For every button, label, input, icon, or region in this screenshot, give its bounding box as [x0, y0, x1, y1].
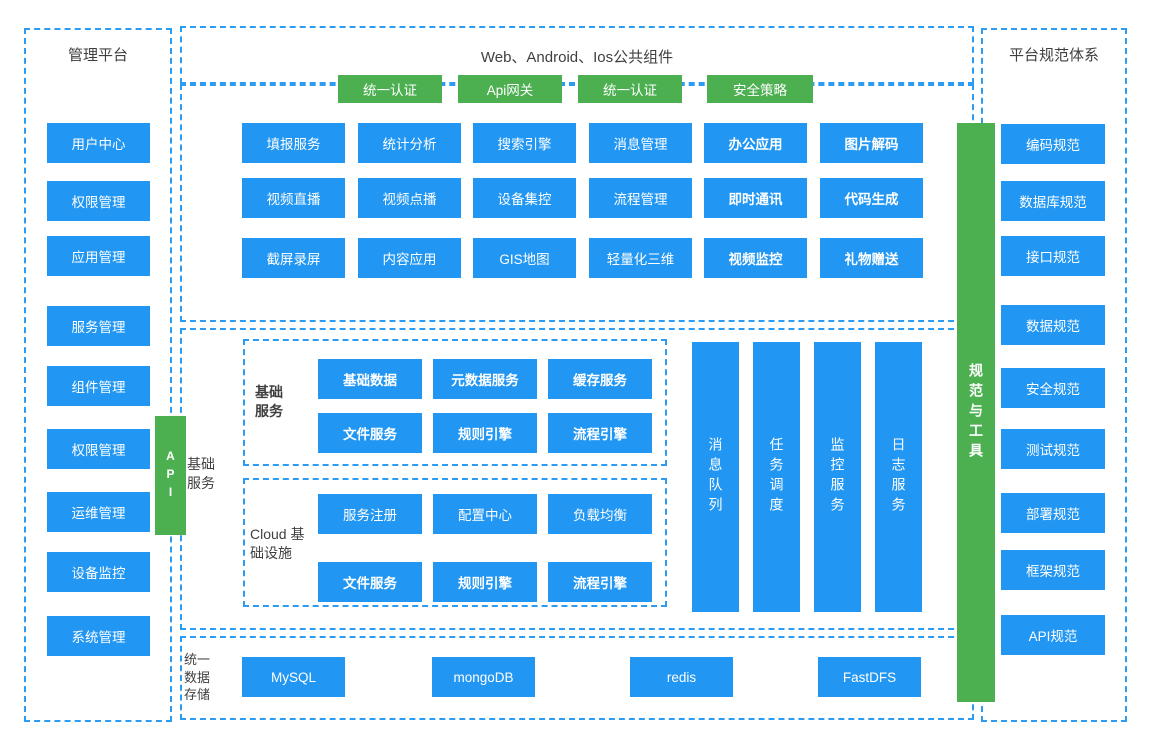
cloud-service-box: 服务注册 — [318, 494, 422, 534]
auth-button: 统一认证 — [338, 75, 442, 103]
storage-box-mysql: MySQL — [242, 657, 345, 697]
monitoring-service-bar: 监控服务 — [814, 342, 861, 612]
management-platform-panel — [24, 28, 172, 722]
service-box: 规则引擎 — [433, 413, 537, 453]
storage-box-mongodb: mongoDB — [432, 657, 535, 697]
component-box: 截屏录屏 — [242, 238, 345, 278]
left-sidebar-item: 设备监控 — [47, 552, 150, 592]
left-sidebar-item: 权限管理 — [47, 429, 150, 469]
auth-button: 统一认证 — [578, 75, 682, 103]
component-box: 填报服务 — [242, 123, 345, 163]
left-sidebar-item: 运维管理 — [47, 492, 150, 532]
cloud-service-box: 文件服务 — [318, 562, 422, 602]
security-policy-button: 安全策略 — [707, 75, 813, 103]
service-box: 文件服务 — [318, 413, 422, 453]
component-box: 设备集控 — [473, 178, 576, 218]
component-box: 内容应用 — [358, 238, 461, 278]
left-sidebar-item: 用户中心 — [47, 123, 150, 163]
standards-tools-bar: 规范与工具 — [957, 123, 995, 702]
right-sidebar-item: 安全规范 — [1001, 368, 1105, 408]
base-services-section-label: 基础服务 — [187, 456, 215, 491]
component-box: 办公应用 — [704, 123, 807, 163]
component-box: 视频点播 — [358, 178, 461, 218]
left-sidebar-item: 组件管理 — [47, 366, 150, 406]
message-queue-bar: 消息队列 — [692, 342, 739, 612]
right-sidebar-item: 接口规范 — [1001, 236, 1105, 276]
component-box: 礼物赠送 — [820, 238, 923, 278]
common-components-header-panel — [180, 26, 974, 84]
component-box: 搜索引擎 — [473, 123, 576, 163]
base-services-group-panel — [243, 339, 667, 466]
right-panel-title: 平台规范体系 — [1008, 47, 1099, 64]
component-box: 视频直播 — [242, 178, 345, 218]
cloud-infrastructure-group-label: Cloud 基础设施 — [250, 526, 305, 561]
component-box: 消息管理 — [589, 123, 692, 163]
right-sidebar-item: 编码规范 — [1001, 124, 1105, 164]
right-sidebar-item: 部署规范 — [1001, 493, 1105, 533]
service-box: 流程引擎 — [548, 413, 652, 453]
left-sidebar-item: 应用管理 — [47, 236, 150, 276]
component-box: 图片解码 — [820, 123, 923, 163]
component-box: 流程管理 — [589, 178, 692, 218]
cloud-service-box: 流程引擎 — [548, 562, 652, 602]
right-sidebar-item: 数据规范 — [1001, 305, 1105, 345]
api-badge: API — [155, 416, 186, 535]
component-box: 统计分析 — [358, 123, 461, 163]
right-sidebar-item: 框架规范 — [1001, 550, 1105, 590]
component-box: 轻量化三维 — [589, 238, 692, 278]
left-panel-title: 管理平台 — [67, 47, 128, 64]
component-box: GIS地图 — [473, 238, 576, 278]
cloud-infrastructure-group-panel — [243, 478, 667, 607]
component-box: 视频监控 — [704, 238, 807, 278]
service-box: 缓存服务 — [548, 359, 652, 399]
left-sidebar-item: 系统管理 — [47, 616, 150, 656]
cloud-service-box: 配置中心 — [433, 494, 537, 534]
component-box: 即时通讯 — [704, 178, 807, 218]
cloud-service-box: 负载均衡 — [548, 494, 652, 534]
left-sidebar-item: 权限管理 — [47, 181, 150, 221]
api-gateway-button: Api网关 — [458, 75, 562, 103]
service-box: 元数据服务 — [433, 359, 537, 399]
storage-box-redis: redis — [630, 657, 733, 697]
right-sidebar-item: 数据库规范 — [1001, 181, 1105, 221]
storage-box-fastdfs: FastDFS — [818, 657, 921, 697]
right-sidebar-item: API规范 — [1001, 615, 1105, 655]
cloud-service-box: 规则引擎 — [433, 562, 537, 602]
component-box: 代码生成 — [820, 178, 923, 218]
task-scheduling-bar: 任务调度 — [753, 342, 800, 612]
right-sidebar-item: 测试规范 — [1001, 429, 1105, 469]
left-sidebar-item: 服务管理 — [47, 306, 150, 346]
service-box: 基础数据 — [318, 359, 422, 399]
storage-section-label: 统一数据存储 — [184, 652, 211, 703]
base-services-group-label: 基础服务 — [255, 384, 283, 419]
log-service-bar: 日志服务 — [875, 342, 922, 612]
top-panel-title: Web、Android、Ios公共组件 — [480, 49, 674, 66]
